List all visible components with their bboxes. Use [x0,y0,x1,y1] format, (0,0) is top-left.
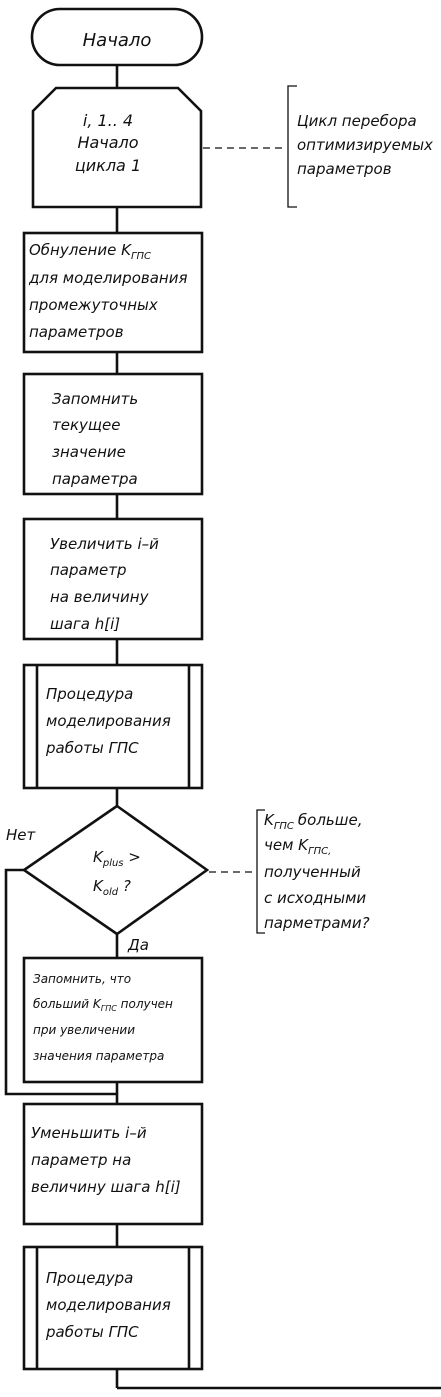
decrease-line-2: параметр на [31,1151,131,1169]
connector-lines [4,64,441,1390]
simulation-1-line-3: работы ГПС [45,739,139,757]
comment-line-2-text: чем KГПС, [264,836,331,857]
simulation-2-line-3: работы ГПС [45,1323,139,1341]
loop-begin-line-2: Начало [77,133,138,152]
comment-line-1: больше, [298,811,363,829]
decision-k-old: K [93,877,104,895]
comment-line-2: чем K [264,836,309,854]
save-value-process: Запомнить текущее значение параметра [22,372,204,496]
comment-line-5: парметрами? [264,914,370,932]
remember-sub-gps: ГПС [101,1004,117,1013]
simulation-1-line-1: Процедура [46,685,133,703]
start-terminator: Начало [30,7,204,67]
label-yes: Да [127,936,149,954]
save-line-4: параметра [52,470,138,488]
decision-gt: > [124,848,141,866]
reset-line-1-text: Обнуление KГПС [29,241,151,262]
remember-line-4: значения параметра [33,1049,164,1063]
simulation-2-line-1: Процедура [46,1269,133,1287]
decision-sub-old: old [103,887,119,898]
simulation-1-line-2: моделирования [46,712,171,730]
increase-line-4: шага h[i] [50,615,120,633]
loop-comment-line-3: параметров [297,160,392,178]
decision-question: ? [118,877,131,895]
increase-parameter-process: Увеличить i–й параметр на величину шага … [22,517,204,641]
reset-sub-gps: ГПС [131,251,151,262]
simulation-2-line-2: моделирования [46,1296,171,1314]
loop-begin-block: i, 1.. 4 Начало цикла 1 [31,86,203,209]
decision-line-1-text: Kplus > [93,848,141,869]
simulation-subprocess-1: Процедура моделирования работы ГПС [22,663,204,790]
comment-sub-gps-1: ГПС [274,821,294,832]
remember-line-1: Запомнить, что [33,972,131,986]
label-no: Нет [6,826,37,844]
increase-line-3: на величину [50,588,150,606]
loop-comment: Цикл перебора оптимизируемых параметров [203,85,433,208]
reset-line-1: Обнуление K [29,241,132,259]
remember-line-3: при увеличении [33,1023,135,1037]
save-line-3: значение [52,443,126,461]
decision-diamond: Kplus > Kold ? [21,804,210,936]
simulation-subprocess-2: Процедура моделирования работы ГПС [22,1245,204,1371]
reset-k-process: Обнуление KГПС для моделирования промежу… [22,231,204,354]
comment-sub-gps-2: ГПС, [308,846,331,857]
start-label: Начало [83,30,152,51]
loop-begin-line-1: i, 1.. 4 [83,111,133,130]
reset-line-4: параметров [29,323,124,341]
remember-line-2: больший K [33,997,102,1011]
save-line-1: Запомнить [52,390,138,408]
loop-comment-line-1: Цикл перебора [297,112,417,130]
decision-k: K [93,848,104,866]
decision-sub-plus: plus [102,858,124,869]
loop-begin-line-3: цикла 1 [75,156,141,175]
remember-process: Запомнить, что больший KГПС получен при … [22,956,204,1084]
increase-line-2: параметр [50,561,127,579]
loop-comment-line-2: оптимизируемых [297,136,433,154]
reset-line-2: для моделирования [28,269,188,287]
decision-line-2-text: Kold ? [93,877,131,898]
remember-line-2-text: больший KГПС получен [33,997,173,1013]
decrease-line-3: величину шага h[i] [31,1178,181,1196]
remember-line-2b: получен [117,997,173,1011]
reset-line-3: промежуточных [29,296,158,314]
comment-line-4: с исходными [264,889,366,907]
save-line-2: текущее [52,416,121,434]
comment-line-3: полученный [264,863,361,881]
decrease-parameter-process: Уменьшить i–й параметр на величину шага … [22,1102,204,1226]
decrease-line-1: Уменьшить i–й [31,1124,147,1142]
increase-line-1: Увеличить i–й [50,535,159,553]
